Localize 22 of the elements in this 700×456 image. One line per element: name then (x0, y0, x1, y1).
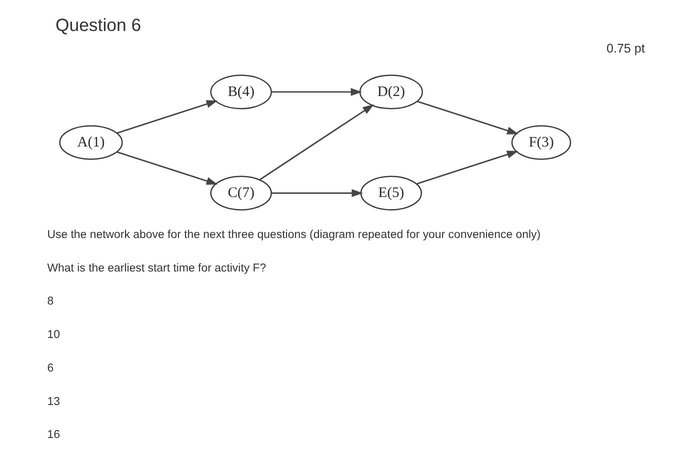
label: 8 (47, 296, 54, 308)
label: 0.75 pt (606, 42, 645, 56)
arrow (416, 150, 518, 184)
node-ellipse: C(7) (210, 176, 272, 210)
label: Use the network above for the next three questions (diagram repeated for your convenience only) (47, 228, 541, 241)
arrow (272, 189, 363, 198)
node-ellipse: D(2) (359, 74, 423, 110)
node-ellipse: F(3) (511, 125, 572, 160)
arrow (272, 88, 362, 96)
node-ellipse: E(5) (360, 176, 422, 210)
node-ellipse: B(4) (210, 74, 272, 110)
arrow (260, 104, 374, 180)
arrow (116, 100, 218, 134)
node-ellipse: A(1) (59, 125, 123, 160)
label: 13 (47, 396, 60, 408)
label: 10 (47, 329, 60, 342)
label: 16 (47, 429, 60, 442)
arrow (116, 151, 218, 185)
label: 6 (47, 362, 54, 374)
diagram-title: Question 6 (55, 14, 142, 35)
arrow (416, 100, 518, 134)
label: What is the earliest start time for activity F? (47, 262, 266, 274)
